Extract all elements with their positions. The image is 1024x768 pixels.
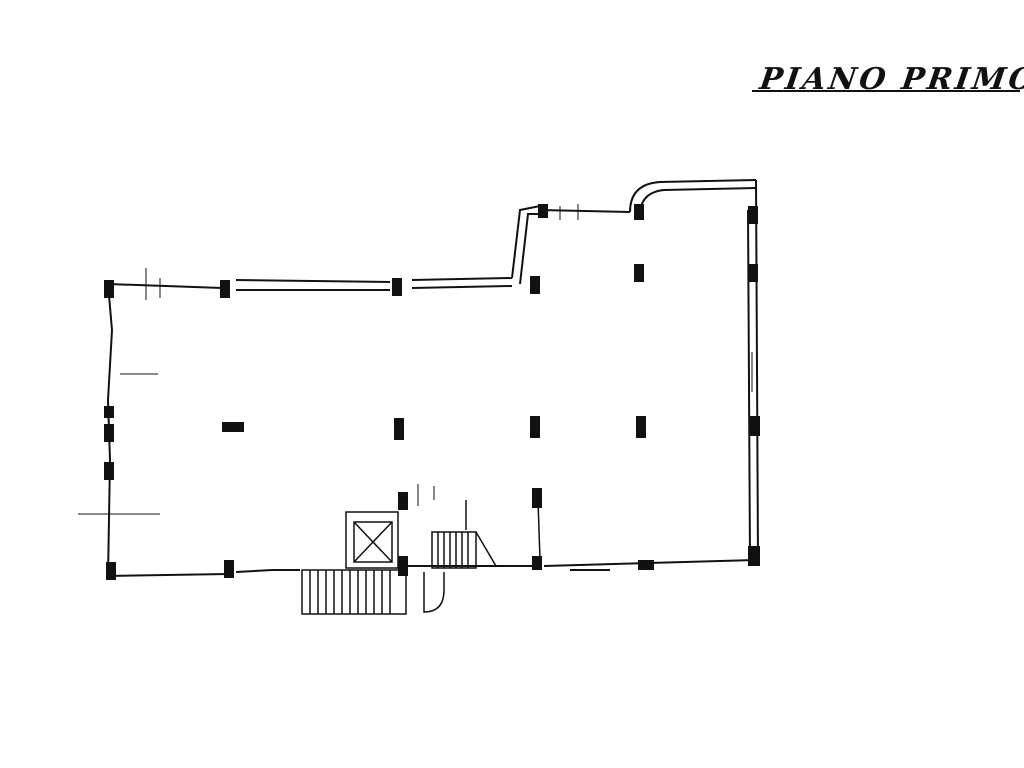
wall-upper-curve [629,179,757,213]
column [638,560,654,570]
column [398,556,408,576]
dimension-ticks [78,204,753,515]
column [634,264,644,282]
column [748,264,758,282]
column [530,416,540,438]
elevator-cab [353,521,393,563]
wall-upper-curve-inner [639,187,757,213]
column [532,488,542,508]
wall-top-window-2 [411,277,513,281]
columns [104,204,760,580]
exterior-walls [106,179,759,577]
wall-bottom-left [107,573,229,577]
column [104,424,114,442]
upper-stair [431,531,477,569]
wall-top-window-1 [235,279,391,283]
lower-stair [301,569,407,615]
wall-top-window-2-inner [411,285,513,289]
column [104,462,114,480]
wall-notch [511,205,541,279]
column [532,556,542,570]
column [398,492,408,510]
column [394,418,404,440]
wall-right [755,179,759,561]
wall-left [106,283,114,577]
column [530,276,540,294]
wall-top-left [107,283,223,289]
column [748,546,760,566]
partition-line [537,499,541,561]
wall-bottom-2 [235,569,273,573]
elevator-cross-b [353,521,393,563]
wall-upper-top [539,209,631,213]
wall-notch-inner [519,213,540,285]
column [392,278,402,296]
wall-right-inner [747,209,751,561]
column [220,280,230,298]
title-strike-line [752,90,1020,92]
column [634,204,644,220]
door-swing [423,572,445,613]
column [750,416,760,436]
column [104,280,114,298]
column [106,562,116,580]
plan-title: PIANO PRIMO [752,56,1024,112]
column [636,416,646,438]
column [748,206,758,224]
elevator-shaft [345,511,399,569]
stair-core [301,499,541,615]
column [104,406,114,418]
column [538,204,548,218]
stair-ramp [475,531,498,567]
column [224,560,234,578]
column [222,422,244,432]
